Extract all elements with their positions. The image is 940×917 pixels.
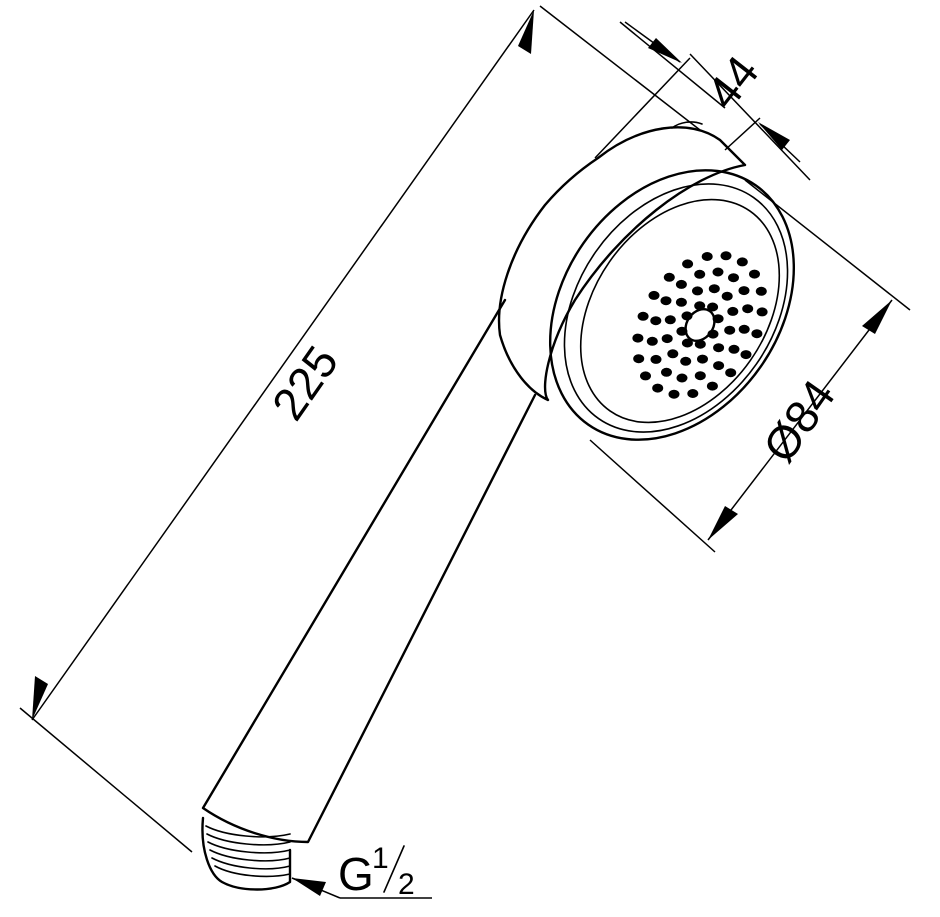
spray-nozzle [728, 273, 739, 283]
spray-nozzle [725, 368, 737, 378]
spray-nozzle [663, 272, 675, 282]
spray-nozzle [701, 252, 713, 261]
spray-nozzle [713, 343, 725, 353]
hand-shower [201, 121, 796, 891]
spray-nozzle [681, 338, 693, 348]
spray-nozzle [692, 286, 703, 296]
threaded-connector [201, 816, 292, 891]
spray-face [548, 169, 796, 441]
spray-nozzle [707, 329, 719, 339]
spray-nozzle [682, 259, 694, 269]
spray-nozzle [712, 314, 724, 324]
spray-nozzle [697, 354, 708, 364]
spray-nozzle [632, 333, 644, 343]
spray-nozzle [694, 269, 706, 279]
dimension-depth: 44 [594, 21, 811, 181]
spray-nozzle [721, 291, 733, 301]
depth-label: 44 [696, 46, 768, 118]
dimension-diameter: Ø84 [589, 179, 911, 553]
spray-nozzle [646, 336, 658, 346]
spray-nozzle [707, 302, 719, 312]
spray-nozzle [749, 269, 760, 279]
spray-nozzle [728, 344, 740, 354]
spray-nozzle [738, 286, 750, 296]
spray-nozzle [637, 311, 649, 321]
spray-nozzle [667, 349, 679, 359]
spray-nozzle [694, 339, 706, 349]
spray-nozzle [756, 307, 768, 317]
spray-nozzle [755, 286, 767, 296]
spray-nozzle [675, 297, 687, 307]
thread-callout: G 1 2 [291, 842, 432, 901]
spray-nozzle [706, 381, 718, 391]
spray-nozzle [660, 296, 672, 306]
thread-label-g: G [338, 848, 374, 900]
handle [201, 298, 537, 844]
spray-nozzle [727, 306, 739, 316]
spray-nozzle [652, 383, 664, 393]
spray-nozzle [740, 350, 752, 360]
spray-nozzle [681, 311, 693, 321]
spray-nozzle [661, 367, 672, 377]
thread-label-den: 2 [398, 868, 415, 901]
spray-nozzle [650, 316, 662, 326]
spray-nozzle [694, 301, 706, 311]
spray-nozzle [742, 304, 754, 314]
spray-nozzle [640, 371, 651, 381]
spray-nozzle [736, 257, 748, 267]
spray-nozzle [720, 251, 732, 261]
spray-nozzle [648, 290, 660, 300]
spray-nozzles [632, 251, 768, 399]
thread-label-num: 1 [372, 842, 389, 875]
spray-nozzle [751, 329, 763, 339]
spray-nozzle [694, 371, 706, 381]
head-housing [497, 126, 747, 402]
spray-nozzle [664, 315, 676, 325]
spray-nozzle [675, 279, 687, 289]
spray-nozzle [633, 354, 645, 364]
spray-nozzle [724, 325, 736, 335]
spray-nozzle [713, 361, 725, 371]
spray-nozzle [661, 334, 673, 344]
dimension-length: 225 [19, 5, 701, 853]
spray-nozzle [687, 389, 699, 398]
spray-nozzle [676, 326, 688, 336]
spray-nozzle [680, 356, 692, 366]
spray-nozzle [738, 324, 750, 334]
spray-nozzle [676, 373, 688, 383]
spray-nozzle [650, 354, 662, 364]
diameter-label: Ø84 [753, 370, 845, 471]
length-label: 225 [262, 336, 349, 429]
spray-nozzle [712, 267, 724, 277]
spray-nozzle [668, 389, 680, 399]
spray-nozzle [708, 284, 720, 294]
